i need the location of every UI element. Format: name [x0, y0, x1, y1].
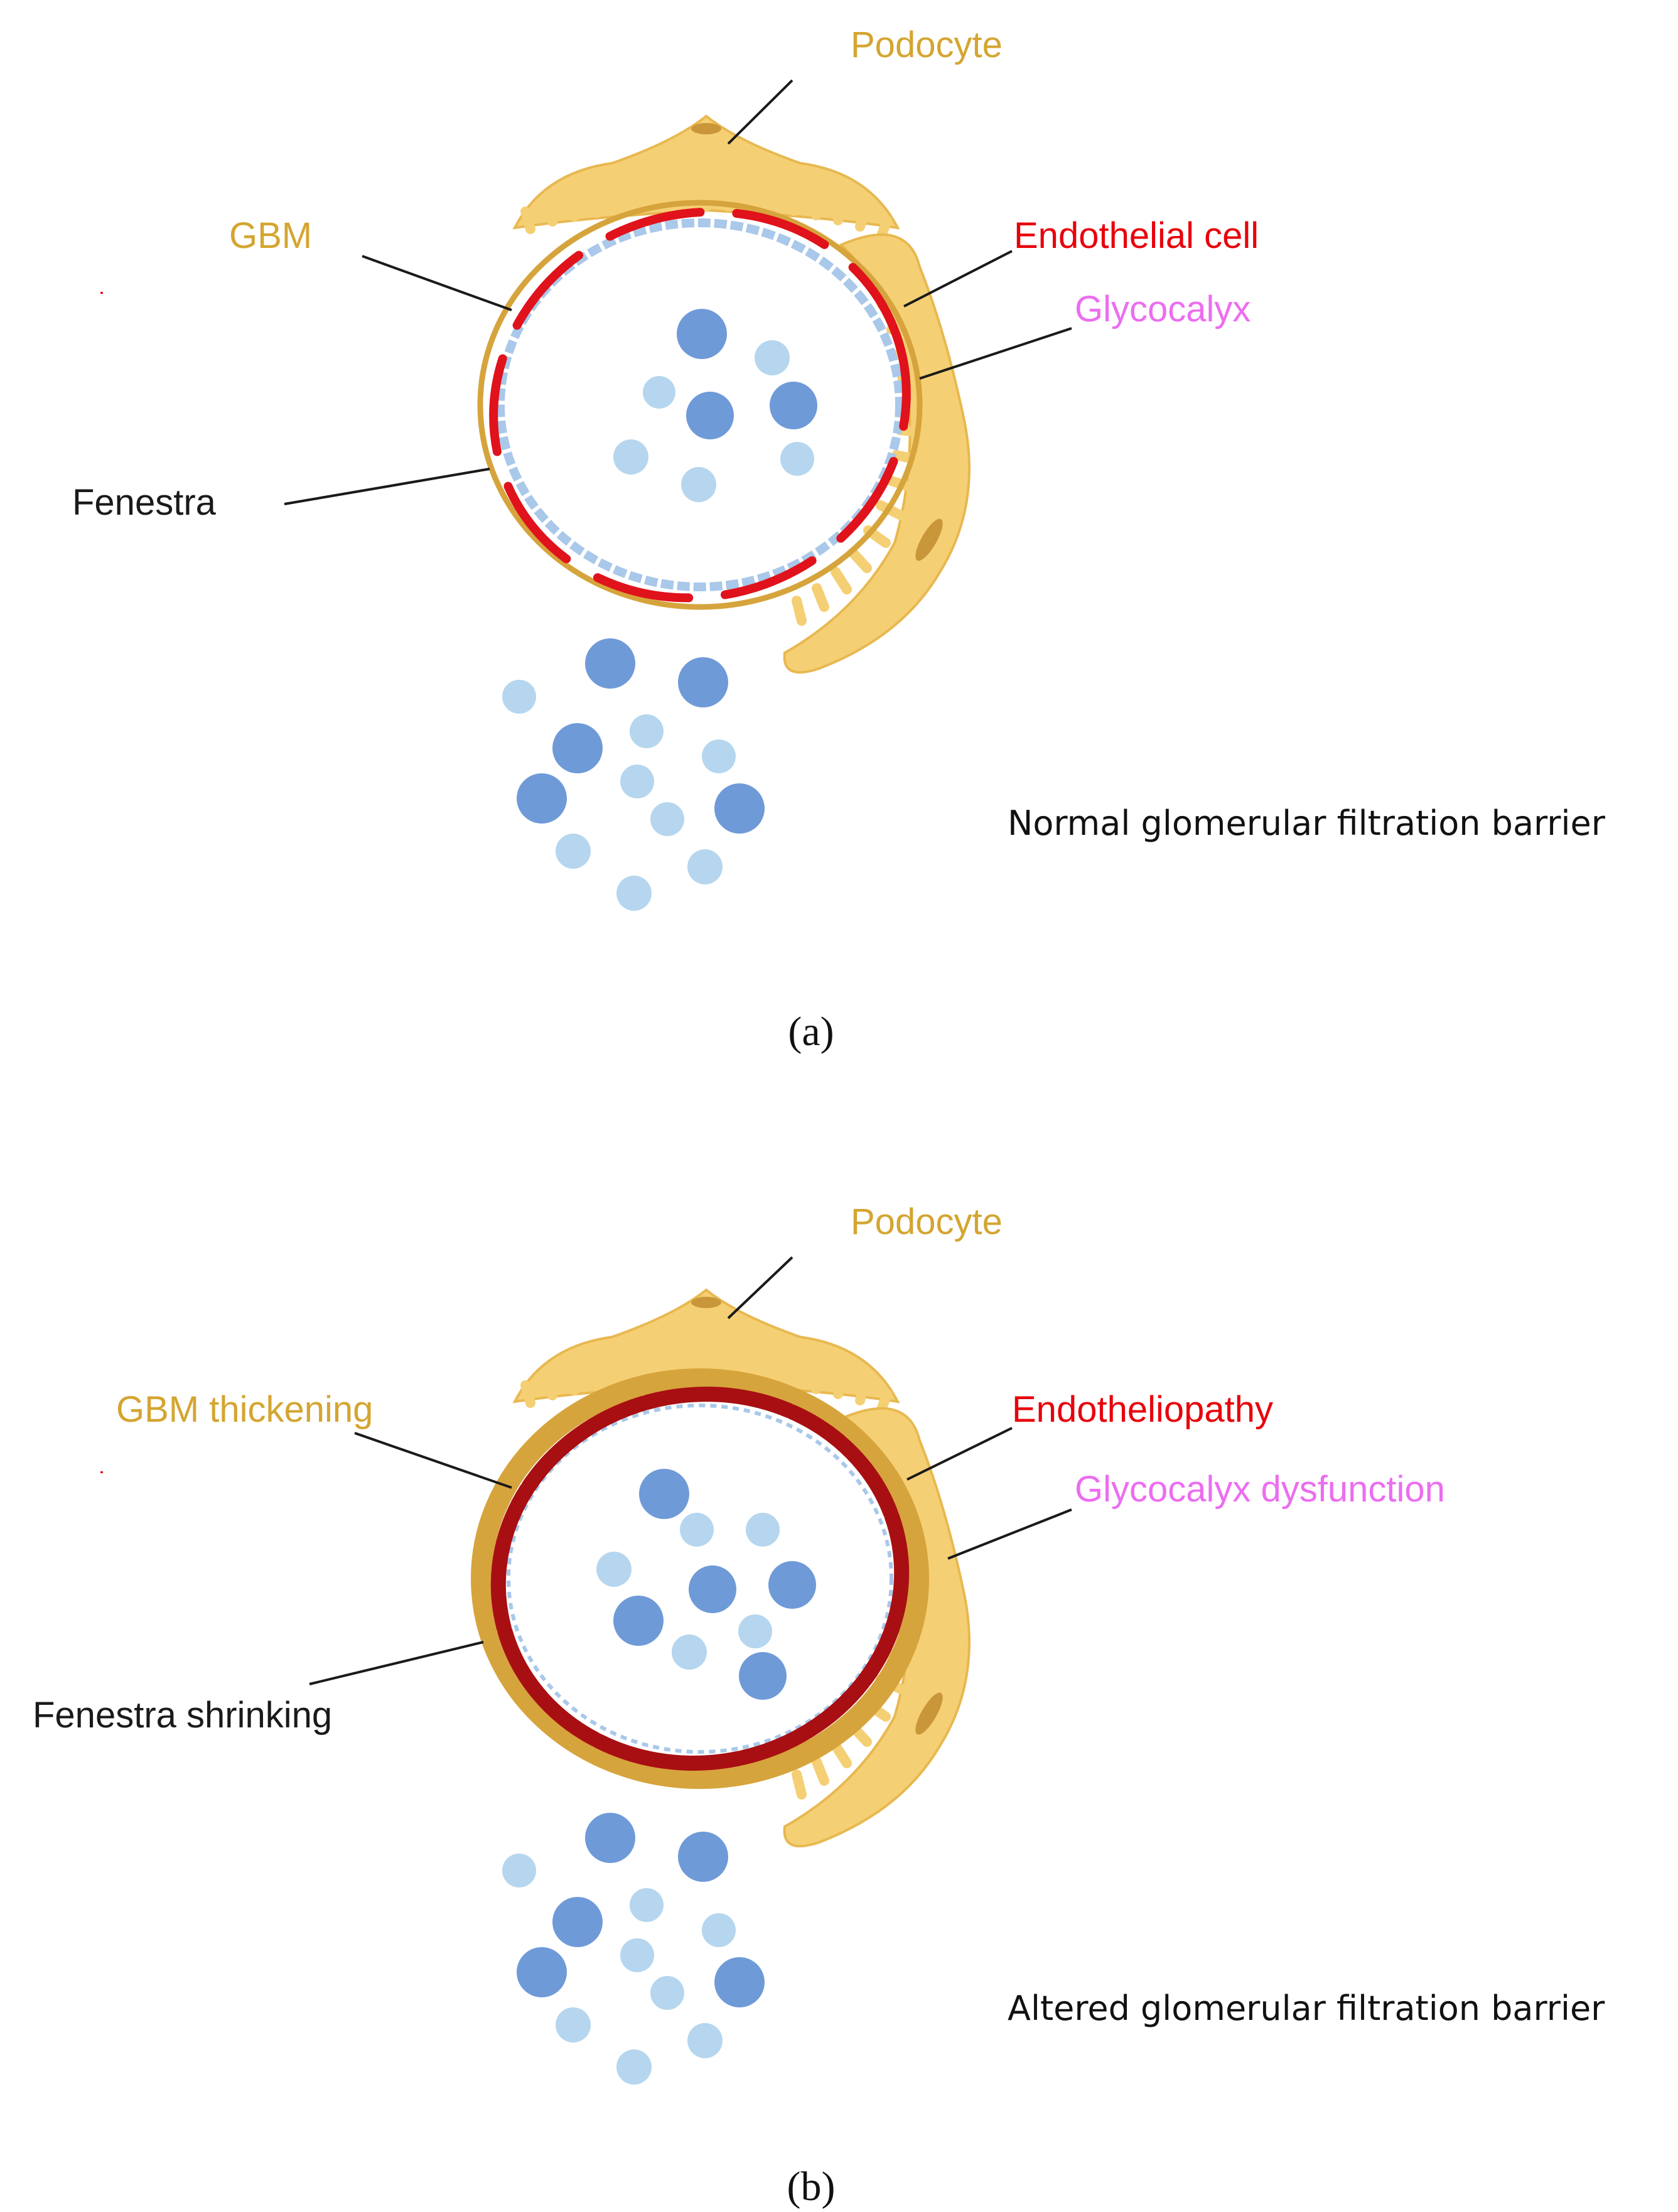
protein-molecules-filtrate-a [502, 638, 765, 911]
endothelial-cell-ring [489, 207, 911, 603]
protein-molecules-inside-b [596, 1469, 816, 1700]
label-podocyte-a: Podocyte [851, 24, 1003, 65]
podocyte-nucleus-top-b [691, 1297, 721, 1308]
label-gbm-thickening: GBM thickening [116, 1389, 373, 1430]
podocyte-foot-processes-top [520, 174, 892, 239]
leader-lines-b [309, 1256, 1072, 1685]
podocyte-nucleus-top [691, 123, 721, 134]
leader-lines-a [284, 79, 1072, 505]
label-fenestra-a: Fenestra [72, 482, 217, 523]
label-gbm-a: GBM [229, 215, 312, 256]
label-endothelial-cell-a: Endothelial cell [1014, 215, 1259, 256]
podocyte-foot-processes-top-b [520, 1348, 892, 1413]
panel-b [471, 1289, 971, 1848]
protein-molecules-inside [613, 309, 817, 502]
label-fenestra-shrinking: Fenestra shrinking [33, 1695, 332, 1736]
label-glycocalyx-dysfunction: Glycocalyx dysfunction [1075, 1469, 1445, 1510]
caption-altered-barrier: Altered glomerular filtration barrier [1008, 1989, 1605, 2028]
panel-label-a: (a) [788, 1009, 834, 1055]
stray-mark-a [100, 292, 103, 294]
gbm-ring [477, 200, 923, 610]
stray-mark-b [100, 1471, 103, 1473]
podocyte-nucleus-right-b [915, 1692, 943, 1735]
label-endotheliopathy: Endotheliopathy [1012, 1389, 1273, 1430]
panel-a [477, 115, 971, 674]
caption-normal-barrier: Normal glomerular filtration barrier [1008, 803, 1606, 843]
gbm-ring-thickened [471, 1368, 929, 1789]
podocyte-nucleus-right [915, 518, 943, 561]
endothelial-ring-altered [490, 1387, 910, 1771]
label-glycocalyx-a: Glycocalyx [1075, 289, 1250, 330]
protein-molecules-filtrate-b [502, 1813, 765, 2085]
panel-label-b: (b) [787, 2164, 836, 2209]
label-podocyte-b: Podocyte [851, 1201, 1003, 1242]
